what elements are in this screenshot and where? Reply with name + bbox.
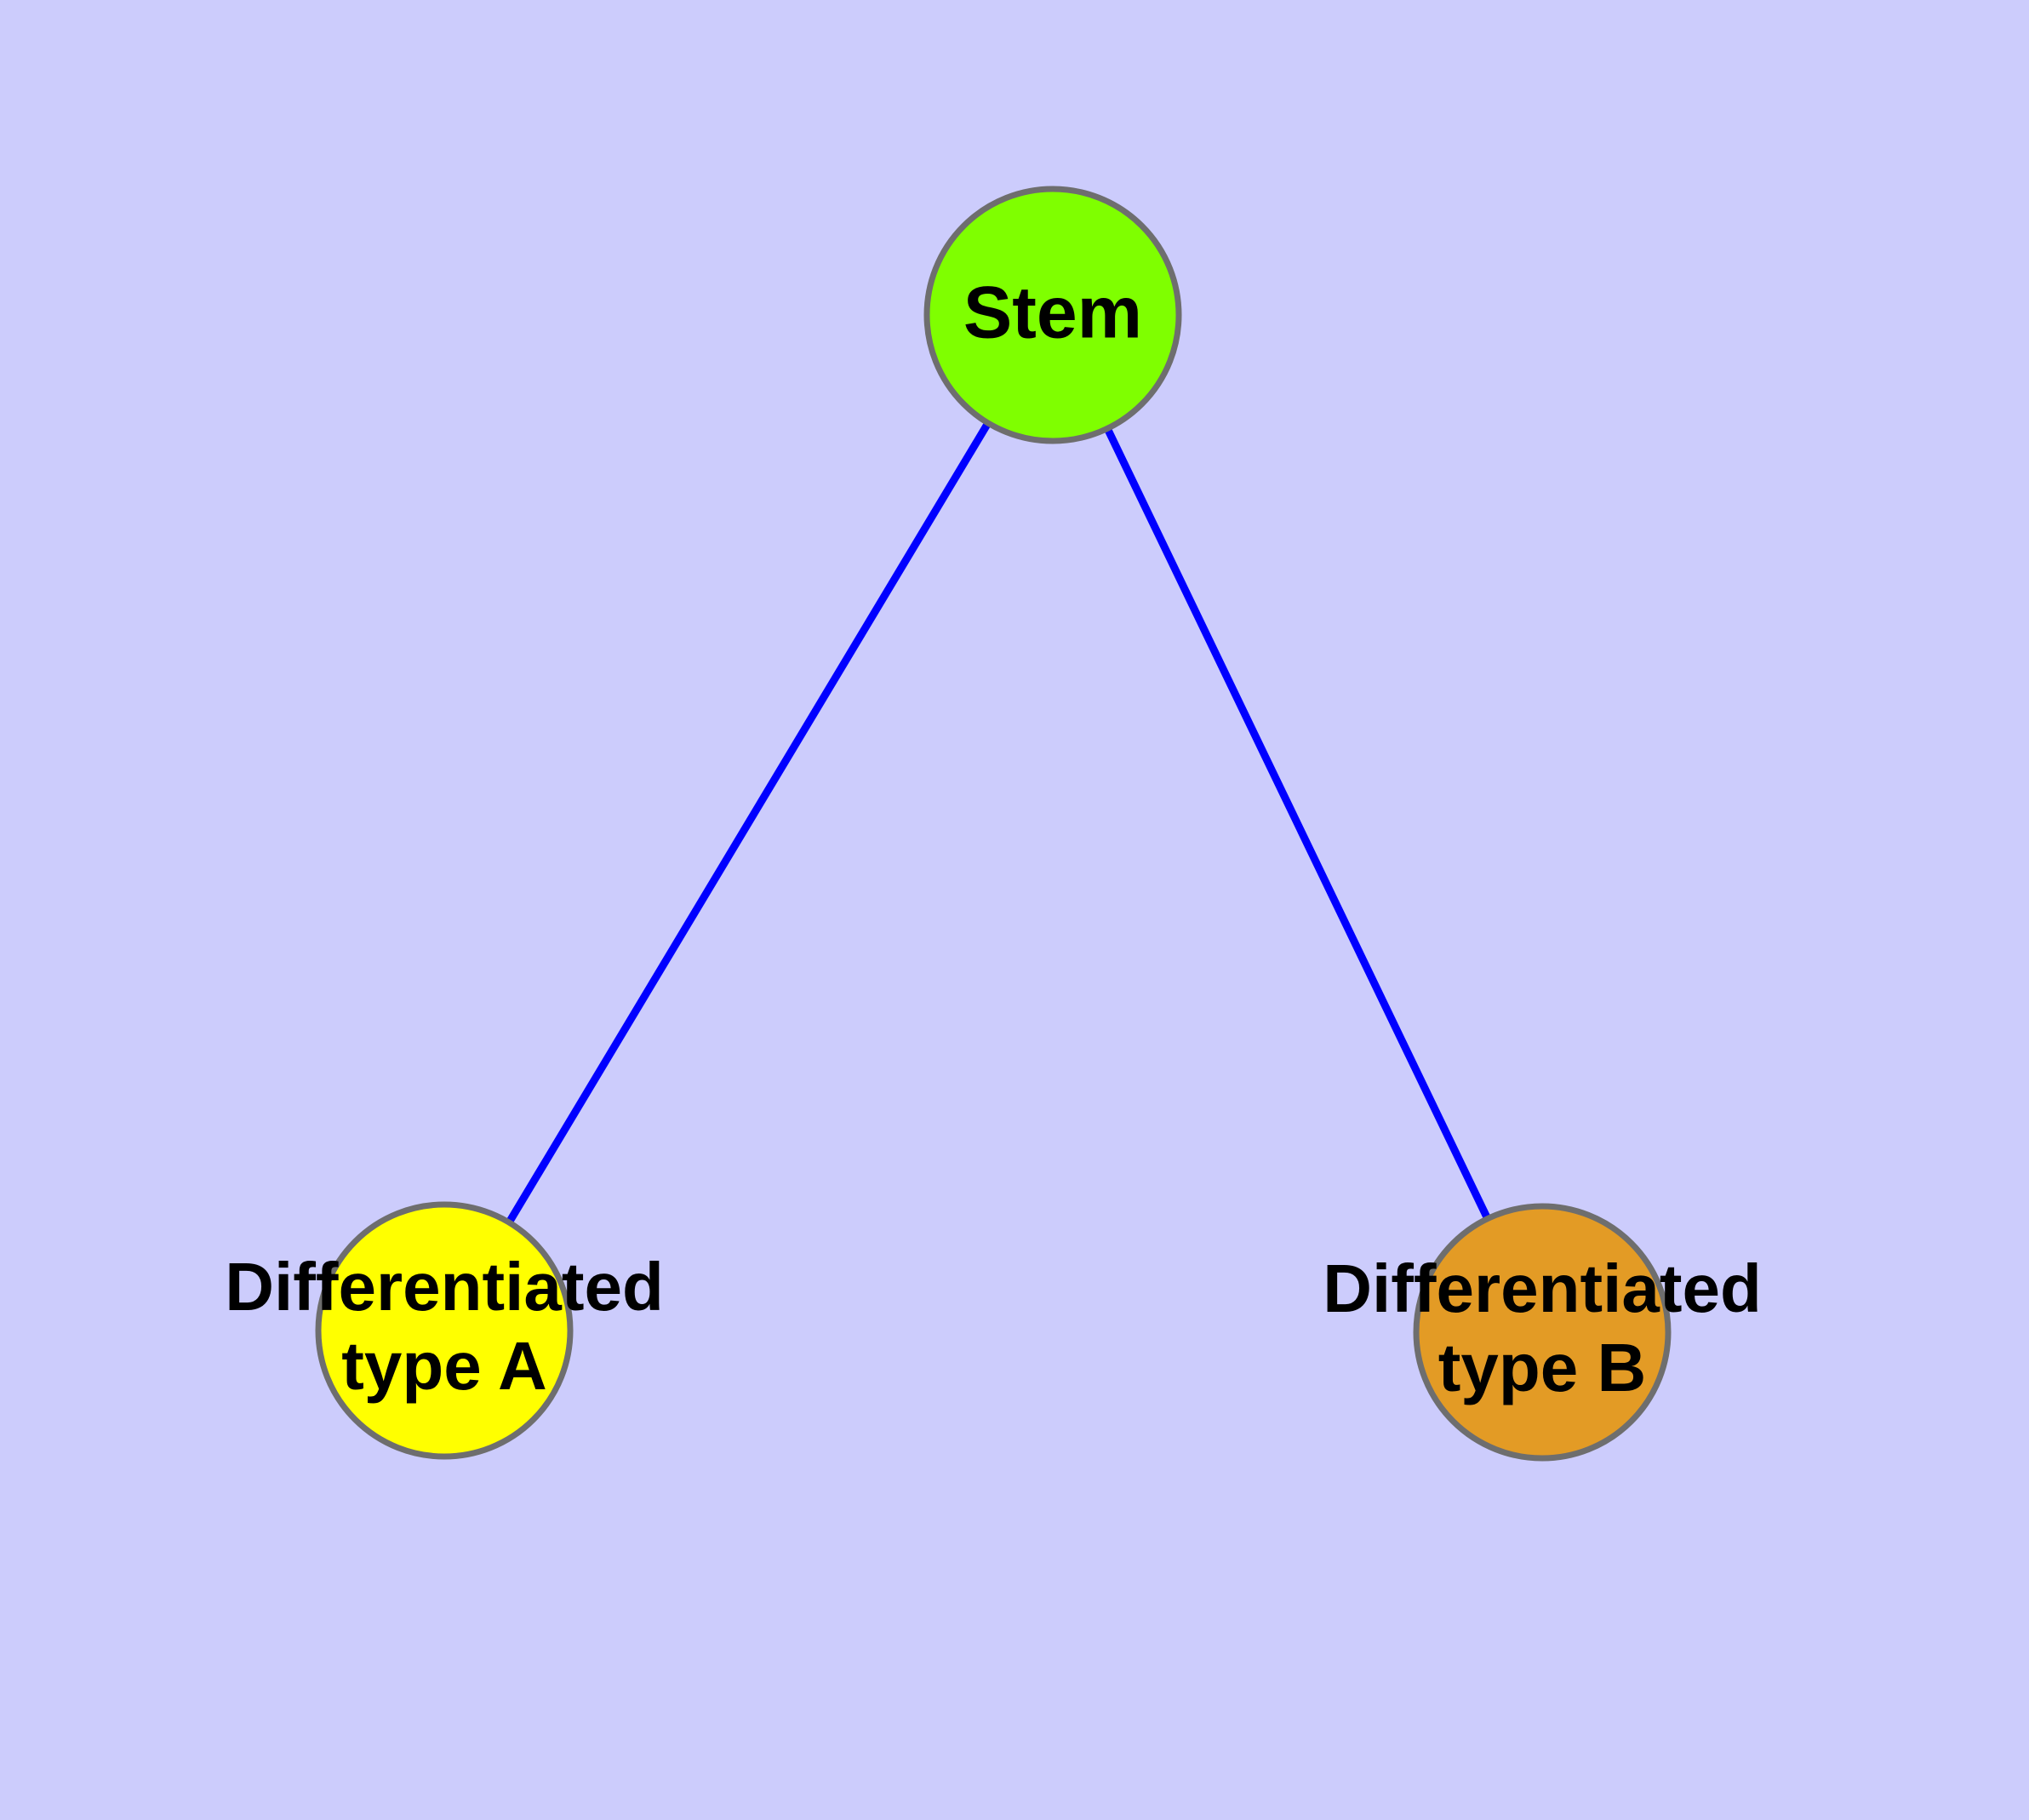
edge-layer [506, 421, 1491, 1225]
node-differentiated-type-a-label-line2: type A [341, 1328, 547, 1404]
node-differentiated-type-b-label: Differentiated type B [1323, 1251, 1762, 1405]
node-stem-label: Stem [963, 272, 1142, 354]
node-differentiated-type-a[interactable] [315, 1201, 574, 1460]
node-differentiated-type-b-label-line1: Differentiated [1323, 1251, 1762, 1326]
edge-stem-to-differentiated-type-b[interactable] [1104, 426, 1491, 1221]
edge-stem-to-differentiated-type-a[interactable] [506, 421, 992, 1225]
node-stem[interactable] [923, 186, 1182, 444]
node-differentiated-type-a-label: Differentiated type A [225, 1249, 664, 1404]
node-differentiated-type-b-label-line2: type B [1438, 1330, 1647, 1405]
label-layer: Stem Differentiated type A Differentiate… [225, 272, 1762, 1405]
node-stem-circle[interactable] [923, 186, 1182, 444]
node-differentiated-type-b[interactable] [1413, 1203, 1672, 1462]
node-differentiated-type-a-circle[interactable] [315, 1201, 574, 1460]
node-layer [315, 186, 1672, 1462]
node-differentiated-type-a-label-line1: Differentiated [225, 1249, 664, 1325]
node-differentiated-type-b-circle[interactable] [1413, 1203, 1672, 1462]
